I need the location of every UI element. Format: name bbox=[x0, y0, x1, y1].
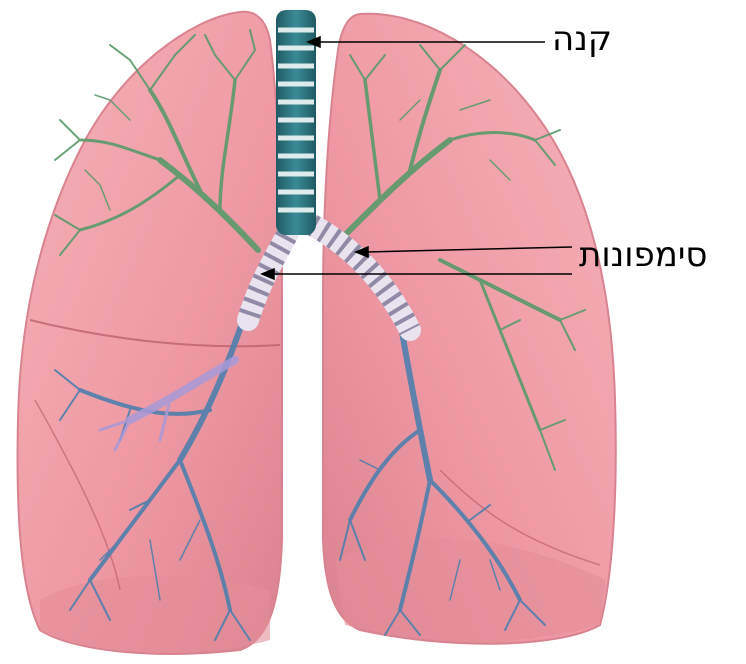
trachea-label: קנה bbox=[552, 22, 612, 56]
trachea bbox=[276, 10, 316, 235]
left-lung-base-shadow bbox=[40, 576, 270, 652]
left-lung bbox=[18, 12, 282, 654]
bronchi-label: סימפונות bbox=[579, 238, 707, 272]
